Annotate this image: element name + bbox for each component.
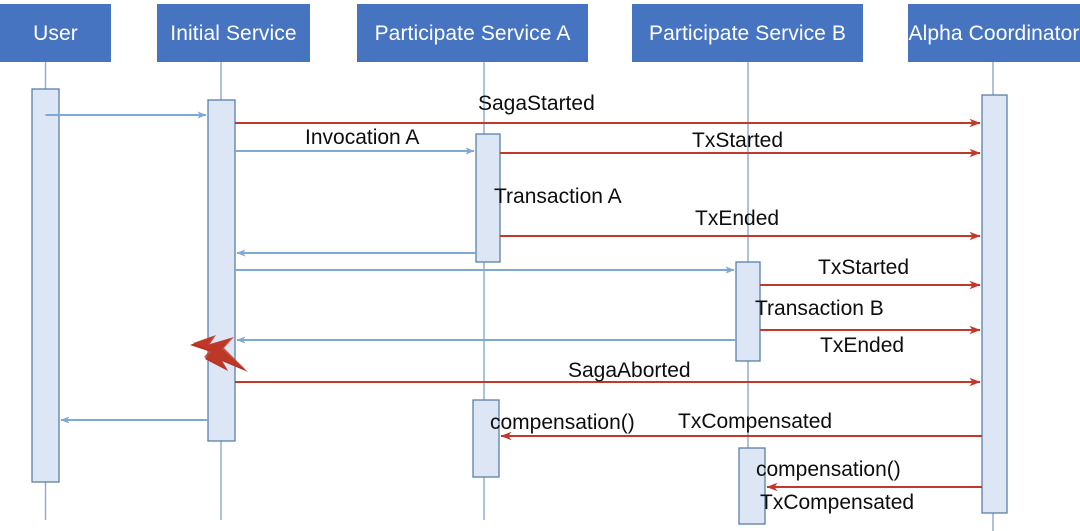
actor-header-participate-service-a[interactable]: Participate Service A (357, 4, 588, 62)
activation-compensation-a (472, 399, 500, 478)
activation-alpha-coordinator (981, 94, 1008, 514)
label-compensation-b: compensation() (756, 458, 901, 481)
actor-header-initial-service[interactable]: Initial Service (157, 4, 310, 62)
blue-messages (45, 111, 736, 424)
label-tx-ended-b: TxEnded (820, 334, 905, 357)
label-tx-ended-a: TxEnded (695, 207, 780, 230)
label-invocation-a: Invocation A (305, 126, 420, 149)
label-compensation-a: compensation() (490, 411, 635, 434)
label-tx-started-b: TxStarted (818, 256, 910, 279)
label-saga-aborted: SagaAborted (568, 359, 691, 382)
label-transaction-a: Transaction A (494, 185, 622, 208)
label-tx-compensated-a: TxCompensated (678, 410, 833, 433)
activation-bars (31, 88, 1008, 525)
label-transaction-b: Transaction B (755, 297, 884, 320)
label-tx-compensated-b: TxCompensated (760, 491, 915, 514)
label-saga-started: SagaStarted (478, 92, 595, 115)
actor-header-participate-service-b[interactable]: Participate Service B (632, 4, 863, 62)
activation-user (31, 88, 60, 483)
activation-compensation-b (738, 447, 766, 525)
activation-transaction-b (735, 261, 761, 362)
activation-initial-service (207, 99, 236, 442)
label-tx-started-a: TxStarted (692, 129, 784, 152)
actor-header-user[interactable]: User (0, 4, 111, 62)
red-messages (235, 118, 982, 492)
failure-lightning-bolt-icon (190, 335, 248, 372)
activation-transaction-a (475, 133, 501, 263)
actor-header-alpha-coordinator[interactable]: Alpha Coordinator (908, 4, 1080, 62)
